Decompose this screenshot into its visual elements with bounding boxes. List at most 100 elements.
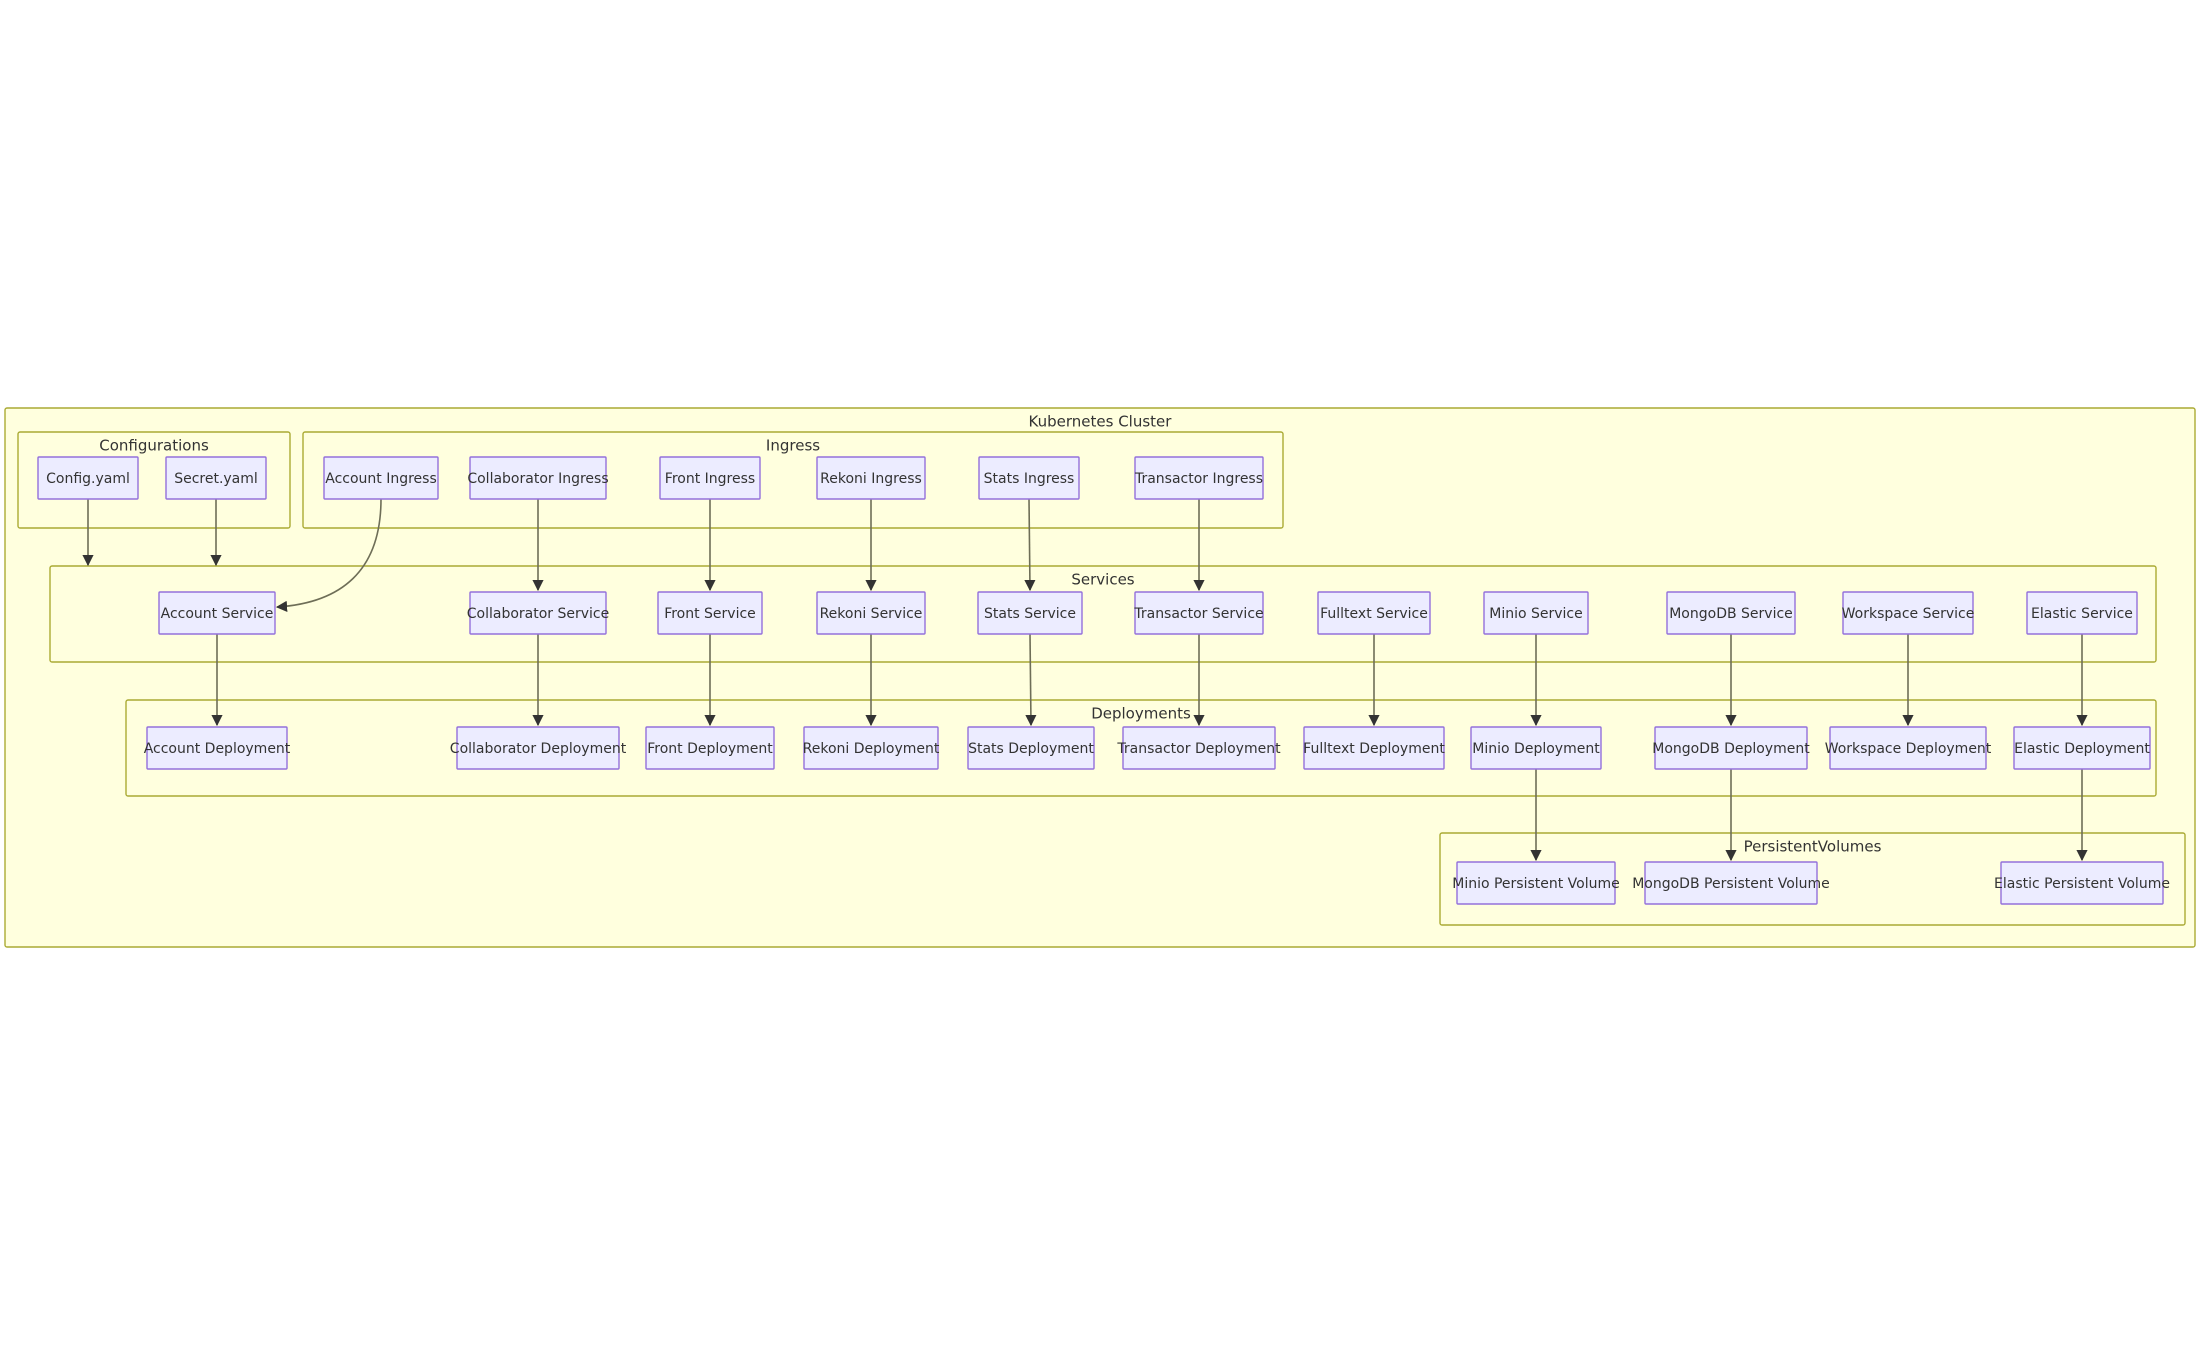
node-config_yaml-rect[interactable] xyxy=(37,456,139,500)
node-stats_deployment-label: Stats Deployment xyxy=(968,741,1094,757)
node-elastic_service[interactable]: Elastic Service xyxy=(2026,591,2138,635)
node-minio_service-label: Minio Service xyxy=(1489,606,1583,622)
node-mongodb_service-rect[interactable] xyxy=(1666,591,1796,635)
node-minio_deployment-rect[interactable] xyxy=(1470,726,1602,770)
node-stats_ingress-label: Stats Ingress xyxy=(984,471,1075,487)
node-elastic_deployment-rect[interactable] xyxy=(2013,726,2151,770)
node-collaborator_service[interactable]: Collaborator Service xyxy=(467,591,610,635)
node-stats_deployment-rect[interactable] xyxy=(967,726,1095,770)
node-rekoni_deployment-label: Rekoni Deployment xyxy=(803,741,940,757)
cluster-kubernetes-cluster: Kubernetes Cluster xyxy=(4,407,2196,948)
node-collaborator_service-label: Collaborator Service xyxy=(467,606,610,622)
node-stats_service-rect[interactable] xyxy=(977,591,1083,635)
node-minio_pv-rect[interactable] xyxy=(1456,861,1616,905)
node-front_service-rect[interactable] xyxy=(657,591,763,635)
node-rekoni_deployment[interactable]: Rekoni Deployment xyxy=(803,726,940,770)
node-transactor_service-rect[interactable] xyxy=(1134,591,1264,635)
node-transactor_ingress-rect[interactable] xyxy=(1134,456,1264,500)
cluster-deployments-label: Deployments xyxy=(1091,705,1191,723)
node-collaborator_ingress[interactable]: Collaborator Ingress xyxy=(467,456,609,500)
node-transactor_service[interactable]: Transactor Service xyxy=(1133,591,1264,635)
node-collaborator_service-rect[interactable] xyxy=(469,591,607,635)
node-config_yaml[interactable]: Config.yaml xyxy=(37,456,139,500)
node-account_service[interactable]: Account Service xyxy=(158,591,276,635)
edge-stats_service-to-stats_deployment xyxy=(1025,633,1037,727)
node-secret_yaml[interactable]: Secret.yaml xyxy=(165,456,267,500)
node-mongodb_service[interactable]: MongoDB Service xyxy=(1666,591,1796,635)
node-collaborator_ingress-rect[interactable] xyxy=(469,456,607,500)
node-transactor_ingress-label: Transactor Ingress xyxy=(1134,471,1263,487)
cluster-ingress-rect xyxy=(302,431,1284,529)
node-account_deployment[interactable]: Account Deployment xyxy=(144,726,291,770)
cluster-services-label: Services xyxy=(1071,571,1134,589)
node-elastic_service-rect[interactable] xyxy=(2026,591,2138,635)
node-transactor_deployment[interactable]: Transactor Deployment xyxy=(1116,726,1281,770)
node-mongodb_pv-rect[interactable] xyxy=(1644,861,1818,905)
node-rekoni_deployment-rect[interactable] xyxy=(803,726,939,770)
node-collaborator_deployment-rect[interactable] xyxy=(456,726,620,770)
node-minio_service[interactable]: Minio Service xyxy=(1483,591,1589,635)
node-minio_pv-label: Minio Persistent Volume xyxy=(1452,876,1620,892)
node-stats_ingress[interactable]: Stats Ingress xyxy=(978,456,1080,500)
node-collaborator_deployment[interactable]: Collaborator Deployment xyxy=(450,726,627,770)
node-front_ingress-label: Front Ingress xyxy=(665,471,755,487)
node-workspace_service[interactable]: Workspace Service xyxy=(1842,591,1975,635)
node-fulltext_service-label: Fulltext Service xyxy=(1320,606,1428,622)
node-account_ingress[interactable]: Account Ingress xyxy=(323,456,439,500)
node-rekoni_ingress-label: Rekoni Ingress xyxy=(820,471,922,487)
cluster-configurations: Configurations xyxy=(17,431,291,529)
node-fulltext_deployment[interactable]: Fulltext Deployment xyxy=(1303,726,1445,770)
node-workspace_deployment[interactable]: Workspace Deployment xyxy=(1825,726,1992,770)
node-rekoni_ingress-rect[interactable] xyxy=(816,456,926,500)
node-account_service-rect[interactable] xyxy=(158,591,276,635)
node-elastic_deployment[interactable]: Elastic Deployment xyxy=(2013,726,2151,770)
node-front_deployment[interactable]: Front Deployment xyxy=(645,726,775,770)
node-stats_service[interactable]: Stats Service xyxy=(977,591,1083,635)
node-elastic_service-label: Elastic Service xyxy=(2031,606,2133,622)
node-account_deployment-rect[interactable] xyxy=(146,726,288,770)
node-account_service-label: Account Service xyxy=(161,606,274,622)
node-rekoni_ingress[interactable]: Rekoni Ingress xyxy=(816,456,926,500)
node-elastic_pv[interactable]: Elastic Persistent Volume xyxy=(1994,861,2170,905)
cluster-ingress-label: Ingress xyxy=(766,437,820,455)
node-minio_pv[interactable]: Minio Persistent Volume xyxy=(1452,861,1620,905)
node-transactor_deployment-label: Transactor Deployment xyxy=(1116,741,1281,757)
node-elastic_deployment-label: Elastic Deployment xyxy=(2014,741,2150,757)
node-fulltext_deployment-rect[interactable] xyxy=(1303,726,1445,770)
node-stats_service-label: Stats Service xyxy=(984,606,1076,622)
node-mongodb_deployment[interactable]: MongoDB Deployment xyxy=(1652,726,1810,770)
node-mongodb_deployment-rect[interactable] xyxy=(1654,726,1808,770)
node-account_ingress-rect[interactable] xyxy=(323,456,439,500)
node-front_deployment-rect[interactable] xyxy=(645,726,775,770)
node-elastic_pv-rect[interactable] xyxy=(2000,861,2164,905)
cluster-ingress: Ingress xyxy=(302,431,1284,529)
cluster-kubernetes-cluster-label: Kubernetes Cluster xyxy=(1029,413,1173,431)
node-stats_ingress-rect[interactable] xyxy=(978,456,1080,500)
cluster-configurations-rect xyxy=(17,431,291,529)
node-front_deployment-label: Front Deployment xyxy=(647,741,773,757)
node-fulltext_service[interactable]: Fulltext Service xyxy=(1317,591,1431,635)
node-rekoni_service-rect[interactable] xyxy=(816,591,926,635)
node-mongodb_pv[interactable]: MongoDB Persistent Volume xyxy=(1632,861,1830,905)
cluster-services: Services xyxy=(49,565,2157,663)
node-config_yaml-label: Config.yaml xyxy=(46,471,130,487)
node-workspace_deployment-rect[interactable] xyxy=(1829,726,1987,770)
node-workspace_service-label: Workspace Service xyxy=(1842,606,1975,622)
node-front_service[interactable]: Front Service xyxy=(657,591,763,635)
node-front_ingress-rect[interactable] xyxy=(659,456,761,500)
node-workspace_service-rect[interactable] xyxy=(1842,591,1974,635)
node-transactor_deployment-rect[interactable] xyxy=(1122,726,1276,770)
node-minio_deployment[interactable]: Minio Deployment xyxy=(1470,726,1602,770)
node-fulltext_service-rect[interactable] xyxy=(1317,591,1431,635)
node-collaborator_ingress-label: Collaborator Ingress xyxy=(467,471,608,487)
node-stats_deployment[interactable]: Stats Deployment xyxy=(967,726,1095,770)
node-transactor_ingress[interactable]: Transactor Ingress xyxy=(1134,456,1264,500)
node-minio_service-rect[interactable] xyxy=(1483,591,1589,635)
node-front_ingress[interactable]: Front Ingress xyxy=(659,456,761,500)
node-rekoni_service[interactable]: Rekoni Service xyxy=(816,591,926,635)
node-collaborator_deployment-label: Collaborator Deployment xyxy=(450,741,627,757)
node-secret_yaml-rect[interactable] xyxy=(165,456,267,500)
